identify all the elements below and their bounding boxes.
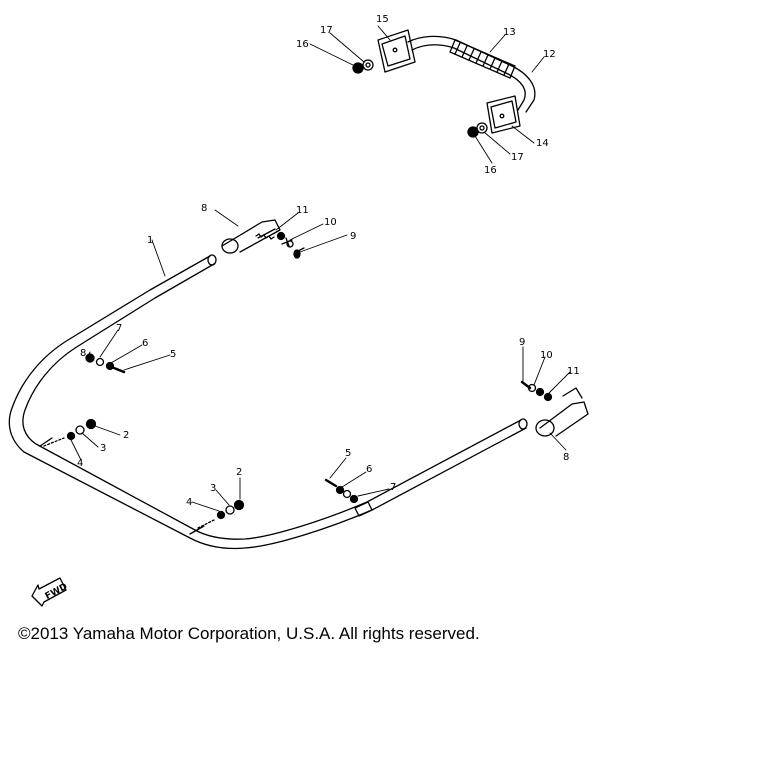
- hardware: [43, 59, 553, 529]
- callout-17: 17: [320, 25, 333, 36]
- callout-12: 12: [543, 49, 556, 60]
- callout-3: 3: [210, 483, 216, 494]
- grab-handle: [377, 29, 536, 134]
- bumper-tube: [8, 254, 528, 550]
- callout-5: 5: [345, 448, 351, 459]
- callout-10: 10: [540, 350, 553, 361]
- callout-13: 13: [503, 27, 516, 38]
- callout-9: 9: [519, 337, 525, 348]
- callout-9: 9: [350, 231, 356, 242]
- callout-11: 11: [296, 205, 309, 216]
- callout-7: 7: [390, 482, 396, 493]
- copyright-notice: ©2013 Yamaha Motor Corporation, U.S.A. A…: [18, 624, 480, 643]
- callout-17: 17: [511, 152, 524, 163]
- callout-16: 16: [296, 39, 309, 50]
- callout-8: 8: [80, 348, 86, 359]
- forward-arrow-icon: [31, 577, 67, 607]
- callout-5: 5: [170, 349, 176, 360]
- callout-7: 7: [116, 323, 122, 334]
- callout-15: 15: [376, 14, 389, 25]
- end-bracket-lower: [535, 387, 589, 437]
- callout-10: 10: [324, 217, 337, 228]
- callout-2: 2: [236, 467, 242, 478]
- callout-2: 2: [123, 430, 129, 441]
- callout-16: 16: [484, 165, 497, 176]
- callout-4: 4: [186, 497, 192, 508]
- callout-1: 1: [147, 235, 153, 246]
- callout-6: 6: [142, 338, 148, 349]
- callout-14: 14: [536, 138, 549, 149]
- callout-8: 8: [563, 452, 569, 463]
- callout-labels: 1 8 11 10 9 15 17 16 13 12 14 17 16 7 8 …: [44, 14, 580, 602]
- callout-4: 4: [77, 458, 83, 469]
- callout-3: 3: [100, 443, 106, 454]
- leader-lines: [70, 25, 571, 512]
- callout-6: 6: [366, 464, 372, 475]
- callout-8: 8: [201, 203, 207, 214]
- callout-11: 11: [567, 366, 580, 377]
- end-bracket-upper: [221, 219, 281, 254]
